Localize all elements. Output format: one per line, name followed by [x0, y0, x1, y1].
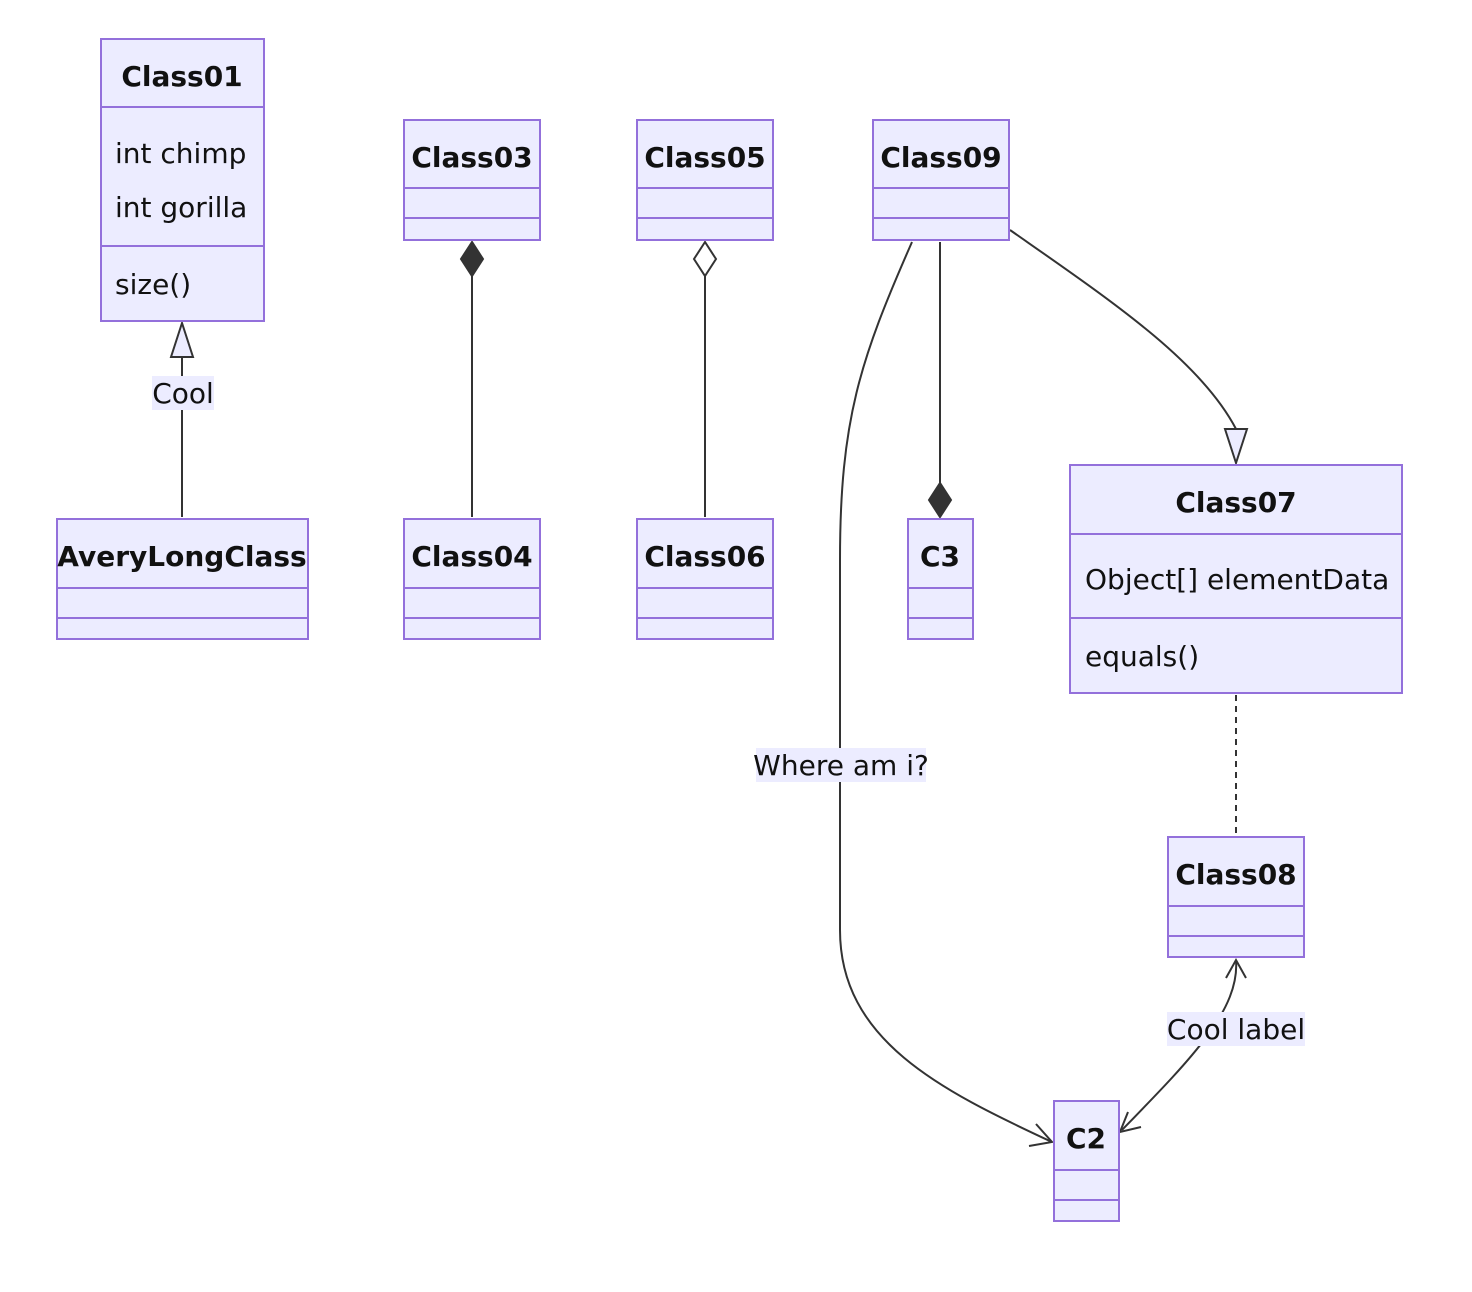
composition-diamond-icon [459, 240, 485, 278]
edge-label-bg [152, 376, 214, 410]
class-box [636, 518, 774, 640]
class-name: C2 [1066, 1122, 1106, 1155]
class-box [1053, 1100, 1120, 1222]
class-box [403, 119, 541, 241]
class-name: Class05 [644, 141, 765, 174]
edge-class09-class07 [1009, 229, 1249, 467]
class-box [1167, 836, 1305, 958]
class-attribute: int gorilla [115, 191, 247, 224]
edge-class09-c3 [927, 242, 953, 519]
class-node-class04[interactable]: Class04 [403, 518, 541, 640]
edge-label-where-am-i: Where am i? [753, 749, 929, 782]
class-name: Class04 [411, 540, 532, 573]
class-box [56, 518, 309, 640]
edge-class09-c2 [839, 241, 1054, 1147]
class-name: Class08 [1175, 858, 1296, 891]
class-node-averylongclass[interactable]: AveryLongClass [56, 518, 309, 640]
edge-class05-class06 [692, 240, 718, 517]
edge-label-cool: Cool [152, 377, 214, 410]
class-name: Class03 [411, 141, 532, 174]
edge-line [839, 241, 1053, 1143]
aggregation-diamond-icon [692, 240, 718, 278]
class-attribute: int chimp [115, 137, 246, 170]
class-box [403, 518, 541, 640]
inheritance-arrowhead-icon [1223, 428, 1249, 467]
class-node-class07[interactable]: Class07 Object[] elementData equals() [1069, 464, 1403, 694]
class-name: C3 [920, 540, 960, 573]
edge-label-bg [756, 748, 926, 782]
arrowhead-icon [1225, 957, 1247, 979]
class-node-class09[interactable]: Class09 [872, 119, 1010, 241]
class-name: Class09 [880, 141, 1001, 174]
edge-line [1009, 229, 1237, 430]
class-node-c3[interactable]: C3 [907, 518, 974, 640]
arrowhead-icon [1028, 1123, 1054, 1147]
class-method: size() [115, 268, 191, 301]
edge-label-bg [1167, 1012, 1305, 1046]
edge-class03-class04 [459, 240, 485, 517]
class-name: Class01 [121, 60, 242, 93]
class-box [872, 119, 1010, 241]
class-node-class03[interactable]: Class03 [403, 119, 541, 241]
edge-labels: Cool Where am i? Cool label [152, 376, 1305, 1046]
class-node-class06[interactable]: Class06 [636, 518, 774, 640]
class-method: equals() [1085, 640, 1199, 673]
inheritance-arrowhead-icon [169, 319, 195, 358]
class-name: Class06 [644, 540, 765, 573]
edge-averylongclass-class01 [169, 319, 195, 517]
class-node-class05[interactable]: Class05 [636, 119, 774, 241]
class-attribute: Object[] elementData [1085, 563, 1389, 596]
class-name: Class07 [1175, 486, 1296, 519]
class-box [636, 119, 774, 241]
class-node-c2[interactable]: C2 [1053, 1100, 1120, 1222]
class-node-class08[interactable]: Class08 [1167, 836, 1305, 958]
class-box [100, 38, 265, 322]
class-box [1069, 464, 1403, 694]
class-name: AveryLongClass [57, 540, 306, 573]
edge-label-cool-label: Cool label [1167, 1013, 1305, 1046]
class-node-class01[interactable]: Class01 int chimp int gorilla size() [100, 38, 265, 322]
composition-diamond-icon [927, 481, 953, 519]
class-box [907, 518, 974, 640]
